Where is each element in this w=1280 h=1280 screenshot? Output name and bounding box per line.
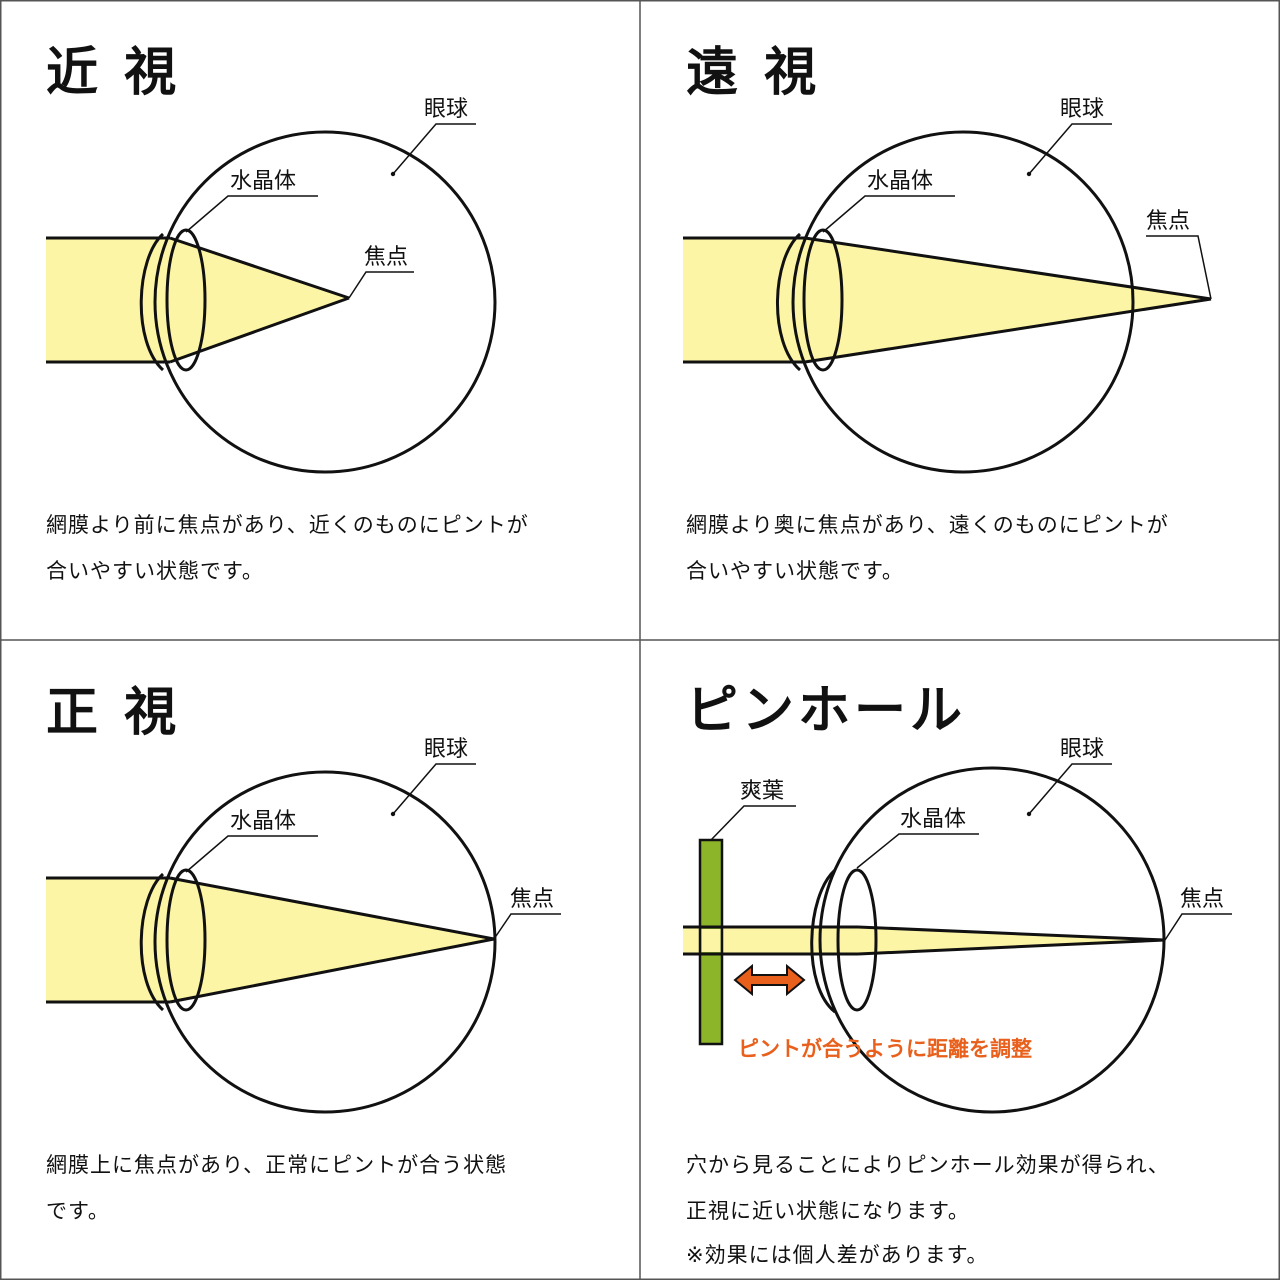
panel-title: ピンホール <box>686 681 966 741</box>
lens-label: 水晶体 <box>900 807 966 832</box>
cone-edge-bottom <box>857 938 1166 956</box>
eyeball-leader <box>392 123 476 175</box>
eyeball-label: 眼球 <box>1060 737 1104 762</box>
panel-title: 近 視 <box>46 43 180 103</box>
caption-line-3: ※効果には個人差があります。 <box>686 1243 989 1267</box>
lens <box>165 868 207 1012</box>
lens-label: 水晶体 <box>230 809 296 834</box>
panel-hyperopia: 遠 視 眼球 水晶体 焦点 網膜より奥に焦点があり、遠くのものにピントが 合いや… <box>683 43 1212 583</box>
distance-arrow-icon <box>733 963 806 997</box>
focus-leader <box>1146 235 1212 300</box>
cone-edge-top <box>857 925 1166 942</box>
cone-edge-bottom <box>169 937 495 1004</box>
lens-leader <box>185 195 318 233</box>
cone-edge-top <box>169 876 495 941</box>
eyeball-label: 眼球 <box>1060 97 1104 122</box>
lens-leader <box>822 195 955 233</box>
lens-label: 水晶体 <box>230 169 296 194</box>
lens-leader <box>185 835 318 873</box>
incoming-light-beam <box>683 238 805 362</box>
incoming-light-beam <box>46 238 170 362</box>
eyeball-leader-dot <box>1026 171 1032 177</box>
incoming-light-beam <box>46 878 170 1002</box>
panel-pinhole: ピンホール 爽葉 ピントが合うように距離を調整 眼球 水晶体 焦点 穴から見るこ… <box>683 681 1232 1267</box>
focused-light-cone <box>170 878 494 1002</box>
cornera <box>139 232 165 372</box>
cone-edge-top <box>804 236 1212 301</box>
lens-label: 水晶体 <box>867 169 933 194</box>
cone-edge-bottom <box>804 297 1212 364</box>
caption-line-2: 合いやすい状態です。 <box>686 559 904 583</box>
leaf-label: 爽葉 <box>740 779 784 804</box>
caption-line-1: 網膜上に焦点があり、正常にピントが合う状態 <box>46 1153 507 1177</box>
eyeball <box>153 770 497 1114</box>
eyeball-leader <box>392 763 476 815</box>
caption-line-2: 正視に近い状態になります。 <box>686 1199 970 1223</box>
focus-label: 焦点 <box>364 245 408 270</box>
focused-light-cone <box>170 238 349 362</box>
panel-title: 正 視 <box>46 683 180 743</box>
lens <box>165 228 207 372</box>
cornera <box>776 232 802 372</box>
eyeball-leader <box>1028 123 1112 175</box>
panel-normal-vision: 正 視 眼球 水晶体 焦点 網膜上に焦点があり、正常にピントが合う状態 です。 <box>46 683 561 1223</box>
focused-light-cone <box>830 927 1165 954</box>
eyeball <box>153 130 497 474</box>
distance-note: ピントが合うように距離を調整 <box>738 1037 1032 1061</box>
focus-label: 焦点 <box>510 887 554 912</box>
eyeball <box>791 130 1135 474</box>
panel-title: 遠 視 <box>686 43 820 103</box>
eyeball-leader <box>1028 763 1112 815</box>
eyeball-label: 眼球 <box>424 737 468 762</box>
panel-myopia: 近 視 眼球 水晶体 焦点 網膜より前に焦点があり、近くのものにピントが 合いや… <box>46 43 529 583</box>
focus-leader <box>348 271 414 299</box>
caption-line-1: 網膜より前に焦点があり、近くのものにピントが <box>46 513 529 537</box>
lens <box>802 228 844 372</box>
eyeball-label: 眼球 <box>424 97 468 122</box>
lens <box>836 868 878 1012</box>
caption-line-2: 合いやすい状態です。 <box>46 559 264 583</box>
focus-label: 焦点 <box>1180 887 1224 912</box>
caption-line-1: 網膜より奥に焦点があり、遠くのものにピントが <box>686 513 1169 537</box>
caption-line-2: です。 <box>46 1199 110 1223</box>
eyeball-leader-dot <box>390 171 396 177</box>
focus-leader <box>1164 913 1232 941</box>
focused-light-cone <box>805 238 1211 362</box>
eyeball-leader-dot <box>1026 811 1032 817</box>
leaf-leader <box>710 805 796 841</box>
pinhole-opening <box>701 929 721 952</box>
focus-label: 焦点 <box>1146 209 1190 234</box>
cornera <box>139 872 165 1012</box>
eyeball-leader-dot <box>390 811 396 817</box>
caption-line-1: 穴から見ることによりピンホール効果が得られ、 <box>686 1153 1170 1177</box>
focus-leader <box>493 913 561 940</box>
lens-leader <box>856 833 979 869</box>
cornera <box>810 868 837 1014</box>
